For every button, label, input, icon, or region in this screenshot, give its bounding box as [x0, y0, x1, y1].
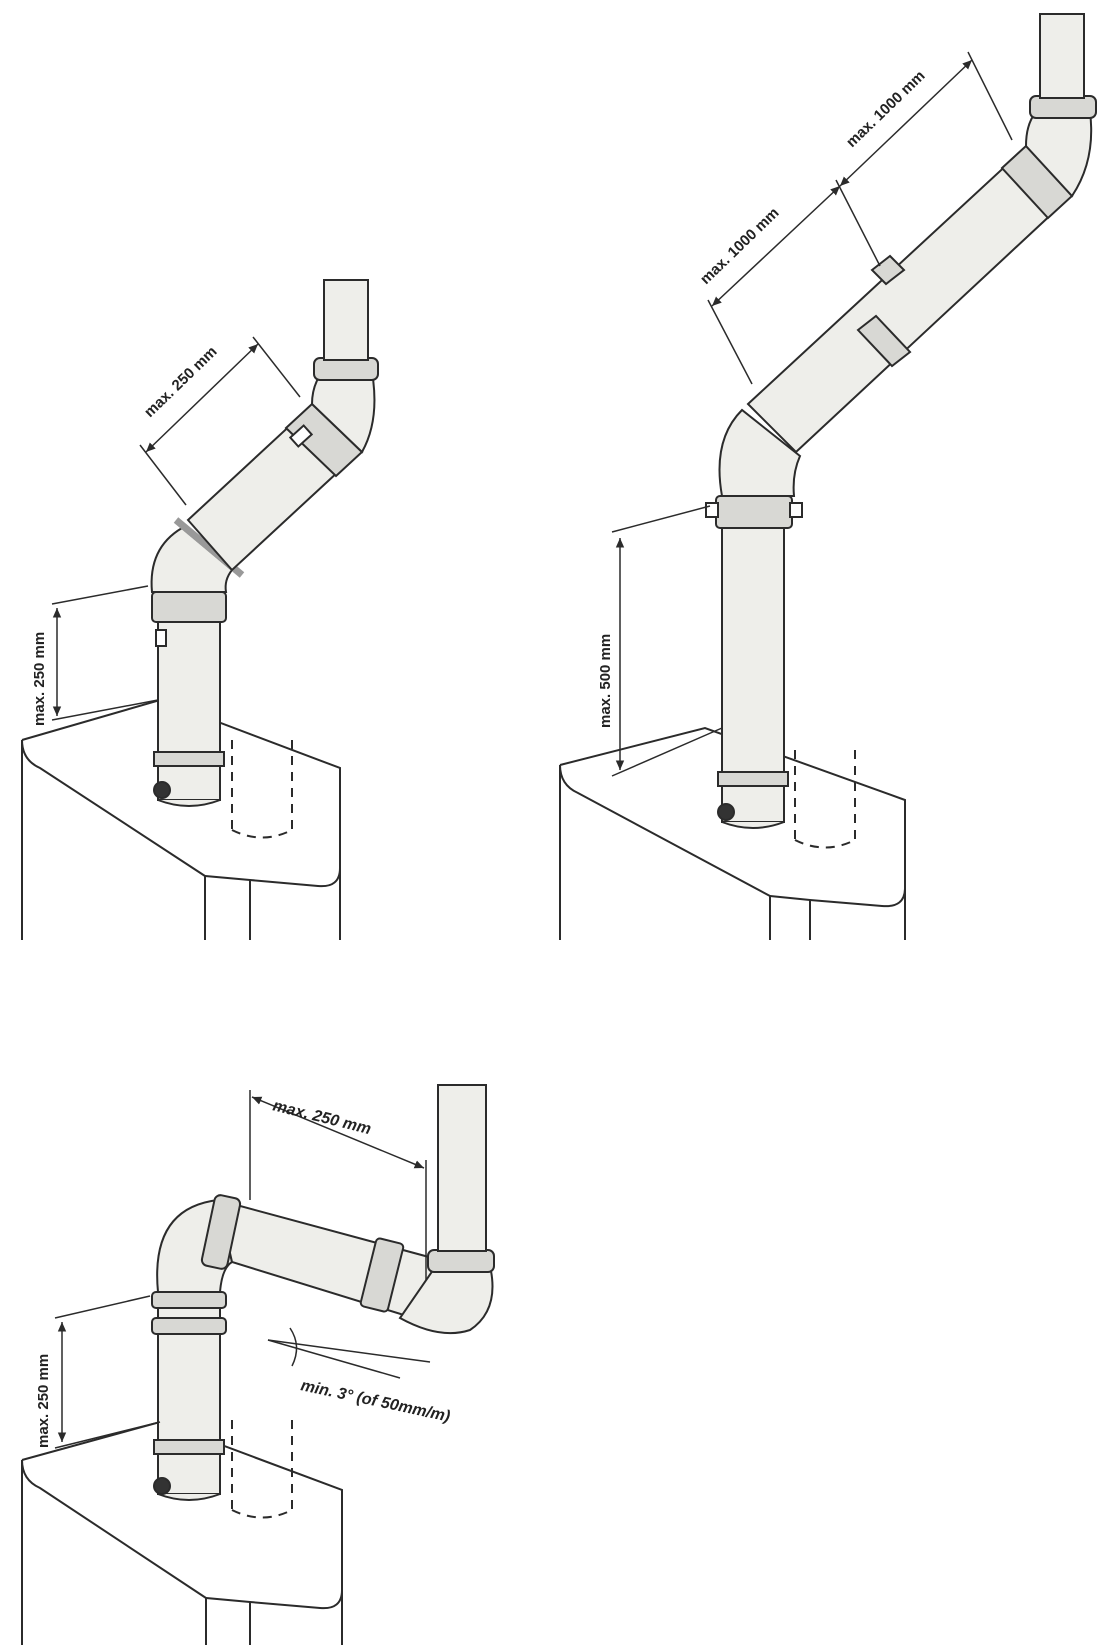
flue-pipe-angled — [186, 402, 364, 572]
label-fig3-slope: min. 3° (of 50mm/m) — [299, 1377, 451, 1425]
flue-pipe-vertical — [151, 1289, 227, 1501]
dim-angled-run — [139, 336, 301, 506]
air-inlet-dashed — [231, 740, 293, 839]
flue-pipe-vertical — [151, 591, 227, 807]
elbow-lower — [718, 408, 802, 497]
label-fig2-vertical-rise: max. 500 mm — [597, 634, 614, 728]
flue-pipe-stack — [427, 1084, 495, 1273]
label-fig2-lower-run: max. 1000 mm — [697, 204, 783, 287]
air-inlet-dashed — [231, 1420, 293, 1519]
dim-slope-angle — [267, 1327, 431, 1379]
figure-1 — [21, 279, 379, 940]
dim-vertical-rise — [54, 1295, 161, 1449]
dim-lower-run — [707, 185, 841, 385]
label-fig2-upper-run: max. 1000 mm — [843, 67, 929, 150]
label-fig1-angled-run: max. 250 mm — [141, 343, 221, 421]
flue-pipe-stack — [1024, 13, 1097, 198]
dim-horizontal-run — [249, 1090, 427, 1280]
flue-pipe-stack — [310, 279, 379, 454]
dim-vertical-rise — [51, 585, 159, 721]
label-fig1-vertical-rise: max. 250 mm — [31, 632, 48, 726]
label-fig3-horizontal-run: max. 250 mm — [271, 1097, 373, 1138]
flue-pipe-vertical — [705, 495, 803, 829]
flue-pipe-horizontal — [200, 1194, 442, 1322]
elbow-right — [398, 1258, 494, 1335]
label-fig3-vertical-rise: max. 250 mm — [35, 1354, 52, 1448]
figure-3 — [21, 1084, 495, 1645]
boiler-unit — [21, 1420, 343, 1645]
boiler-unit — [559, 726, 906, 940]
dim-vertical-rise — [611, 505, 723, 777]
boiler-unit — [21, 698, 341, 940]
air-inlet-dashed — [794, 750, 856, 849]
flue-pipe-angled — [746, 144, 1074, 454]
dim-upper-run — [835, 51, 1013, 267]
figure-2 — [559, 13, 1097, 940]
